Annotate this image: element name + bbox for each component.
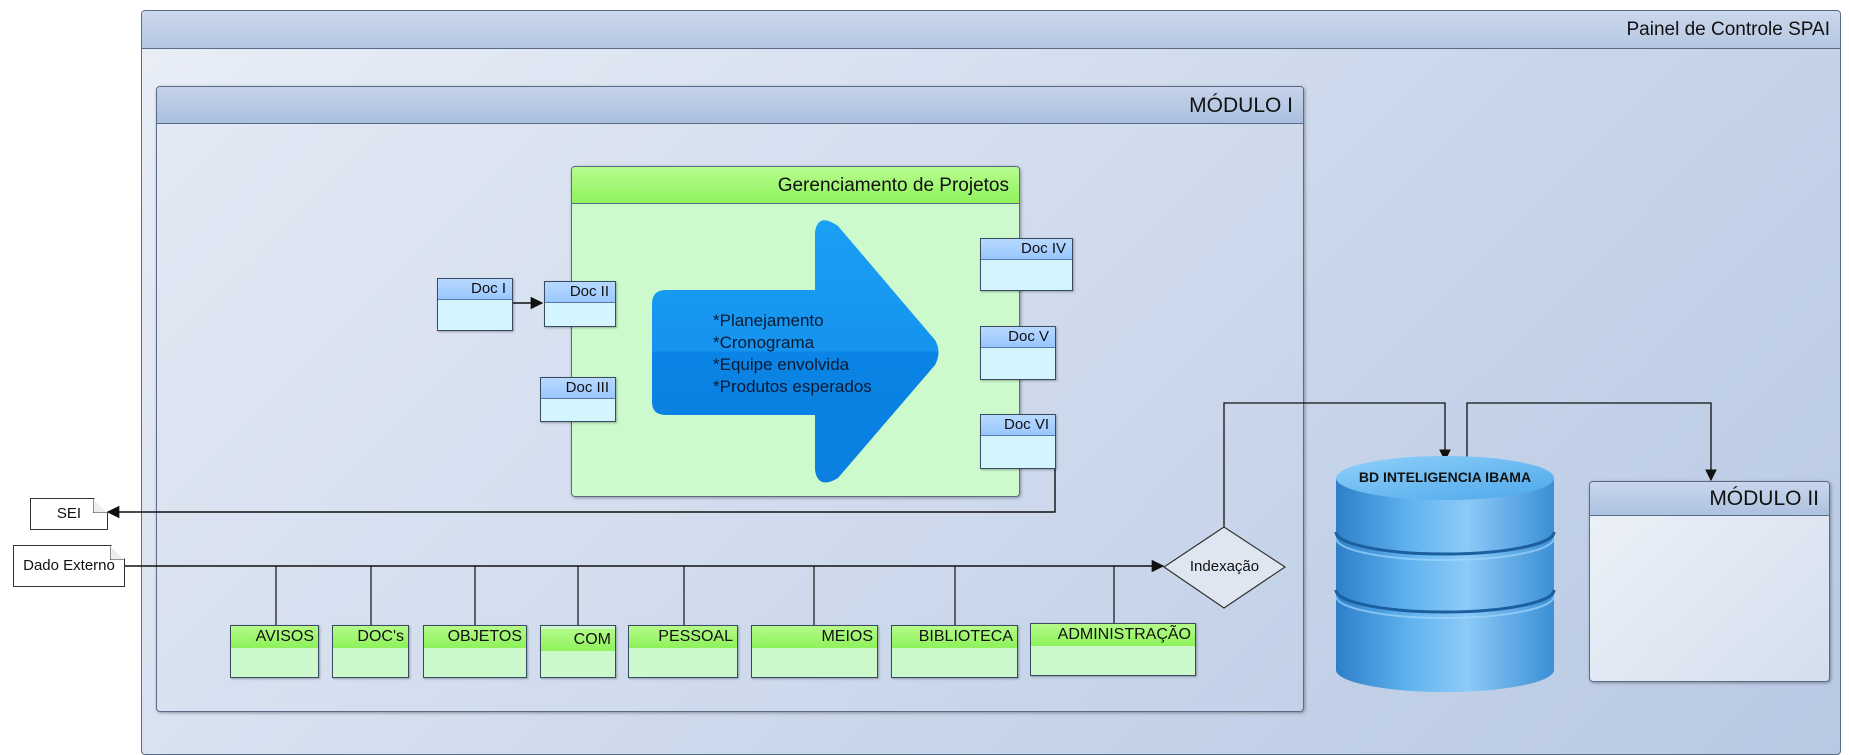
module-box-label: COM: [541, 629, 615, 651]
page-fold-icon: [110, 546, 124, 560]
external-data-label: Dado Externo: [23, 557, 115, 574]
doc-2: Doc II: [544, 281, 616, 327]
module-box-objetos: OBJETOS: [423, 625, 527, 678]
doc-label: Doc V: [981, 327, 1055, 348]
project-items: *Planejamento *Cronograma *Equipe envolv…: [713, 310, 872, 398]
module-box-administracao: ADMINISTRAÇÃO: [1030, 623, 1196, 676]
spai-panel-title: Painel de Controle SPAI: [142, 11, 1840, 49]
external-data-note: Dado Externo: [13, 545, 125, 587]
module-box-meios: MEIOS: [751, 625, 878, 678]
doc-1: Doc I: [437, 278, 513, 331]
module-box-label: OBJETOS: [424, 626, 526, 648]
module-box-avisos: AVISOS: [230, 625, 319, 678]
page-fold-icon: [93, 499, 107, 513]
module-2-title: MÓDULO II: [1590, 482, 1829, 516]
module-2-container: MÓDULO II: [1589, 481, 1830, 682]
doc-label: Doc VI: [981, 415, 1055, 436]
project-item: *Planejamento: [713, 311, 824, 330]
doc-label: Doc II: [545, 282, 615, 303]
doc-label: Doc I: [438, 279, 512, 300]
doc-label: Doc IV: [981, 239, 1072, 260]
process-arrow: [652, 220, 939, 483]
project-item: *Cronograma: [713, 333, 815, 352]
module-box-label: DOC's: [333, 626, 408, 648]
sei-label: SEI: [56, 505, 82, 522]
module-box-docs: DOC's: [332, 625, 409, 678]
indexing-label: Indexação: [1189, 558, 1260, 575]
sei-note: SEI: [30, 498, 108, 530]
doc-6: Doc VI: [980, 414, 1056, 469]
project-item: *Produtos esperados: [713, 377, 872, 396]
module-box-label: ADMINISTRAÇÃO: [1031, 624, 1195, 646]
module-box-biblioteca: BIBLIOTECA: [891, 625, 1018, 678]
module-box-label: BIBLIOTECA: [892, 626, 1017, 648]
module-box-com: COM: [540, 625, 616, 678]
module-1-title: MÓDULO I: [157, 87, 1303, 124]
project-management-title: Gerenciamento de Projetos: [572, 167, 1019, 204]
doc-label: Doc III: [541, 378, 615, 399]
doc-5: Doc V: [980, 326, 1056, 380]
project-item: *Equipe envolvida: [713, 355, 850, 374]
module-box-label: AVISOS: [231, 626, 318, 648]
module-box-label: MEIOS: [752, 626, 877, 648]
database-cylinder: [1334, 456, 1556, 692]
database-label: BD INTELIGENCIA IBAMA: [1358, 469, 1532, 485]
doc-4: Doc IV: [980, 238, 1073, 291]
module-box-pessoal: PESSOAL: [628, 625, 738, 678]
indexing-diamond: [1162, 526, 1287, 609]
module-box-label: PESSOAL: [629, 626, 737, 648]
doc-3: Doc III: [540, 377, 616, 422]
